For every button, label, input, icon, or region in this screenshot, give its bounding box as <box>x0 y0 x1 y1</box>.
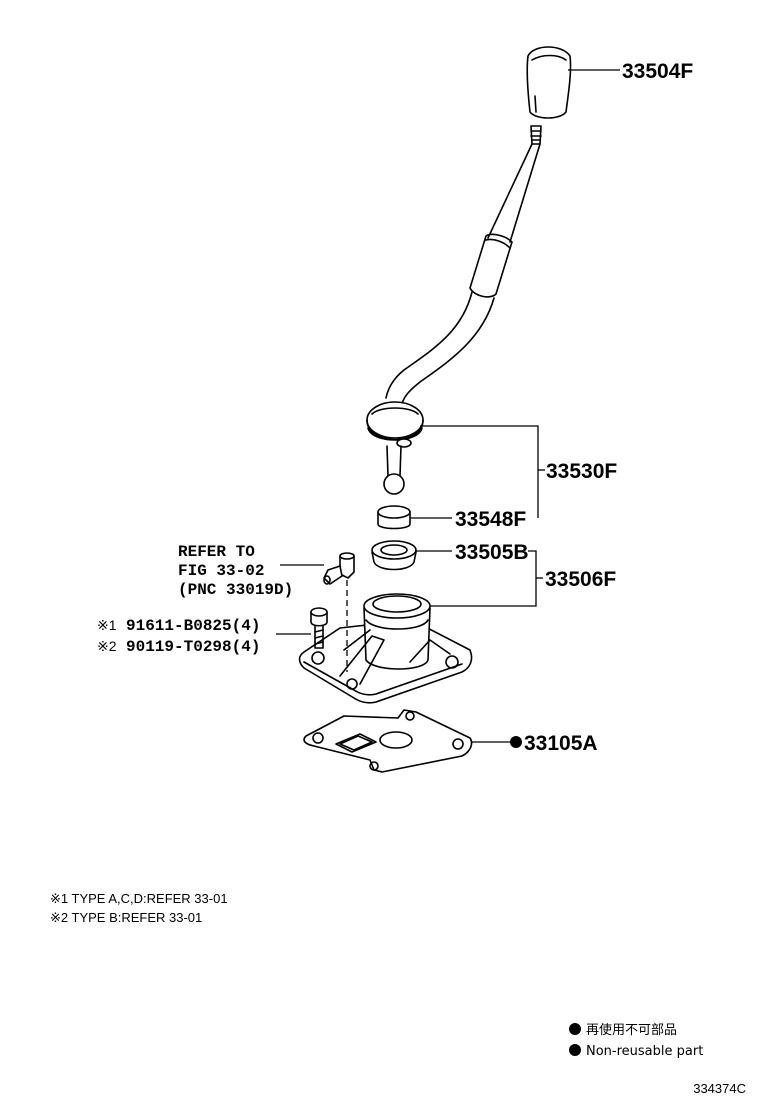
callout-seat: 33548F <box>455 508 526 531</box>
bolt-mark-1: ※1 <box>97 617 117 633</box>
lever-retainer-illustration <box>298 593 473 704</box>
non-reusable-dot <box>510 736 522 748</box>
callout-boot: 33505B <box>455 541 529 564</box>
legend-dot-en <box>569 1044 581 1056</box>
gasket-illustration <box>303 709 473 773</box>
elbow-fitting-illustration <box>323 552 355 672</box>
callout-retainer-assy: 33506F <box>545 568 616 591</box>
shift-lever-illustration <box>366 125 542 495</box>
shift-knob-illustration <box>526 46 572 119</box>
legend-jp: 再使用不可部品 <box>586 1022 677 1038</box>
bolt-illustration <box>310 607 328 649</box>
refer-line-2: FIG 33-02 <box>178 562 264 580</box>
refer-line-1: REFER TO <box>178 543 255 561</box>
footnote-2: ※2 TYPE B:REFER 33-01 <box>50 910 202 925</box>
leader-lines <box>276 69 620 743</box>
lever-seat-illustration <box>377 505 411 530</box>
bolt-mark-2: ※2 <box>97 638 117 654</box>
callout-knob: 33504F <box>622 60 693 83</box>
figure-id: 334374C <box>693 1081 746 1096</box>
legend-dot-jp <box>569 1023 581 1035</box>
callout-lever-assy: 33530F <box>546 460 617 483</box>
boot-illustration <box>371 540 417 571</box>
legend-en: Non-reusable part <box>586 1044 703 1059</box>
bolt-pn-2: 90119-T0298(4) <box>126 638 260 656</box>
footnote-1: ※1 TYPE A,C,D:REFER 33-01 <box>50 891 228 906</box>
refer-line-3: (PNC 33019D) <box>178 581 293 599</box>
callout-gasket: 33105A <box>524 732 598 755</box>
bolt-pn-1: 91611-B0825(4) <box>126 617 260 635</box>
